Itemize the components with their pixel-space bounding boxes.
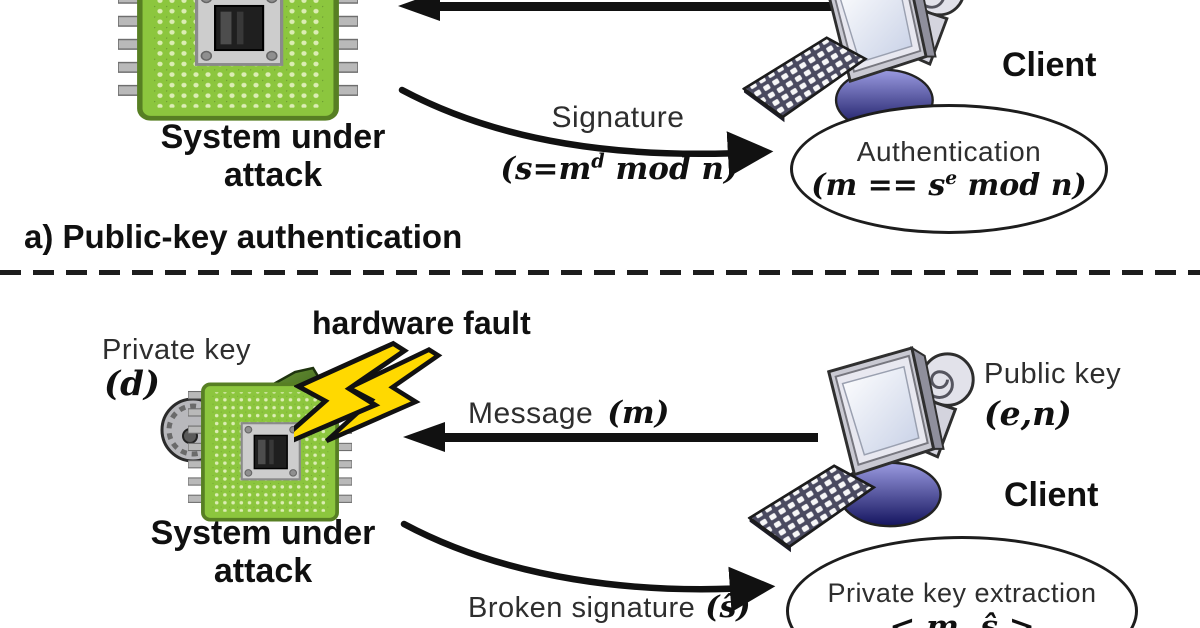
message-text: Message	[468, 397, 594, 430]
secure-chip-icon	[118, 0, 358, 124]
system-under-attack-label: System under attack	[138, 514, 388, 590]
authentication-formula: (m == se mod n)	[811, 167, 1087, 203]
key-extraction-value: < m, ŝ >	[889, 608, 1035, 628]
arrow-shaft	[434, 2, 834, 11]
panel-a-caption: a) Public-key authentication	[24, 218, 463, 255]
client-label: Client	[1004, 476, 1099, 514]
signature-formula: (s=md mod n)	[500, 149, 739, 187]
private-key-value: (d)	[104, 364, 160, 404]
authentication-ellipse: Authentication (m == se mod n)	[790, 104, 1108, 234]
lightning-bolt-icon	[294, 324, 448, 492]
message-value: (m)	[607, 395, 670, 431]
arrowhead-left-icon	[398, 0, 440, 21]
key-extraction-ellipse: Private key extraction < m, ŝ >	[786, 536, 1138, 628]
system-under-attack-label: System under attack	[148, 118, 398, 194]
public-key-value: (e,n)	[984, 394, 1072, 433]
system-label-line1: System under	[150, 514, 376, 552]
broken-signature-arrow	[400, 520, 776, 613]
broken-signature-label: Broken signature (ŝ)	[468, 590, 751, 625]
message-label: Message (m)	[468, 395, 669, 431]
message-arrow	[398, 0, 834, 25]
public-key-label: Public key	[984, 358, 1122, 390]
section-divider	[0, 270, 1200, 275]
keyboard-icon	[740, 36, 872, 124]
keyboard-icon	[746, 464, 880, 554]
broken-signature-value: (ŝ)	[705, 590, 751, 625]
system-label-line2: attack	[223, 156, 323, 194]
arrow-shaft	[441, 433, 818, 442]
client-label: Client	[1002, 46, 1097, 84]
hardware-fault-label: hardware fault	[312, 305, 531, 341]
exponent-e: e	[945, 167, 958, 189]
system-label-line2: attack	[213, 552, 313, 590]
authentication-title: Authentication	[856, 135, 1042, 167]
signature-label: Signature	[551, 101, 685, 134]
private-key-label: Private key	[102, 334, 251, 366]
exponent-d: d	[591, 149, 605, 173]
broken-signature-text: Broken signature	[468, 592, 696, 624]
key-extraction-title: Private key extraction	[827, 577, 1097, 608]
system-label-line1: System under	[160, 118, 386, 156]
